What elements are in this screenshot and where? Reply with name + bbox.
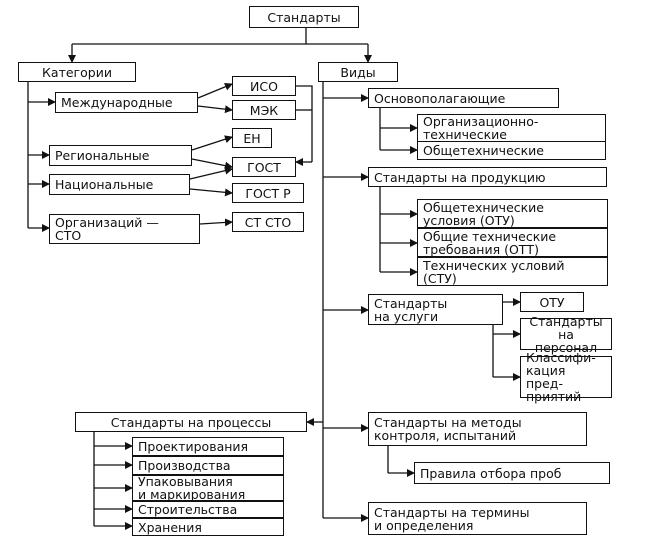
fundamental-general-technical: Общетехнические [417,141,606,160]
services-otu: ОТУ [520,292,584,312]
doc-gost-r: ГОСТ Р [232,183,304,203]
kind-processes: Стандарты на процессы [75,412,307,432]
kind-terms: Стандарты на термины и определения [368,502,587,535]
root-node: Стандарты [249,6,359,28]
kind-fundamental: Основополагающие [368,88,559,108]
category-organizations: Организаций — СТО [49,214,200,244]
category-international: Международные [55,92,198,113]
categories-node: Категории [18,62,136,82]
services-classification: Классифи- кация пред- приятий [520,351,612,403]
process-construction: Строительства [132,501,284,518]
process-design: Проектирования [132,437,284,456]
category-regional: Региональные [49,145,192,166]
kinds-node: Виды [318,62,398,82]
products-otu: Общетехнические условия (ОТУ) [417,199,608,228]
process-storage: Хранения [132,518,284,536]
fundamental-organizational: Организационно- технические [417,114,606,142]
products-ott: Общие технические требования (ОТТ) [417,228,608,257]
doc-st-sto: СТ СТО [232,212,304,232]
process-packaging: Упаковывания и маркирования [132,475,284,501]
doc-iec: МЭК [232,100,296,120]
doc-gost: ГОСТ [232,157,296,177]
category-national: Национальные [49,174,190,195]
kind-services: Стандарты на услуги [368,294,503,325]
process-production: Производства [132,456,284,475]
kind-methods: Стандарты на методы контроля, испытаний [368,412,587,446]
products-stu: Технических условий (СТУ) [417,257,608,286]
doc-en: ЕН [232,128,272,148]
methods-sampling: Правила отбора проб [414,462,610,484]
services-personnel: Стандарты на персонал [520,315,612,354]
kind-products: Стандарты на продукцию [368,167,607,187]
doc-iso: ИСО [232,76,296,96]
